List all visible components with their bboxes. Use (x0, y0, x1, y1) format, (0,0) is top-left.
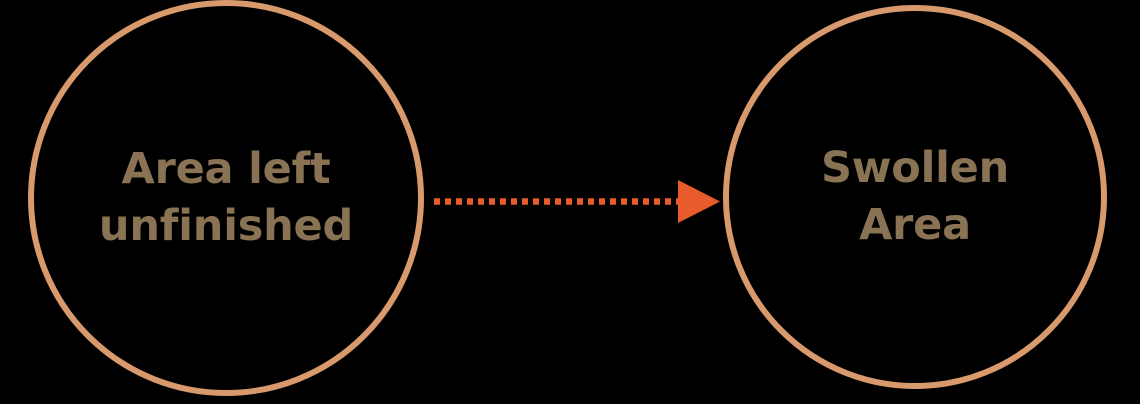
diagram-node-area-left-unfinished[interactable]: Area left unfinished (28, 0, 424, 396)
node-label-swollen-area: Swollen Area (820, 143, 1010, 250)
dotted-arrow-icon (434, 180, 720, 223)
edge-arrowhead-icon (678, 180, 720, 223)
node-label-area-left-unfinished: Area left unfinished (98, 144, 354, 251)
diagram-node-swollen-area[interactable]: Swollen Area (723, 5, 1107, 389)
diagram-edge-unfinished-to-swollen (430, 178, 724, 226)
